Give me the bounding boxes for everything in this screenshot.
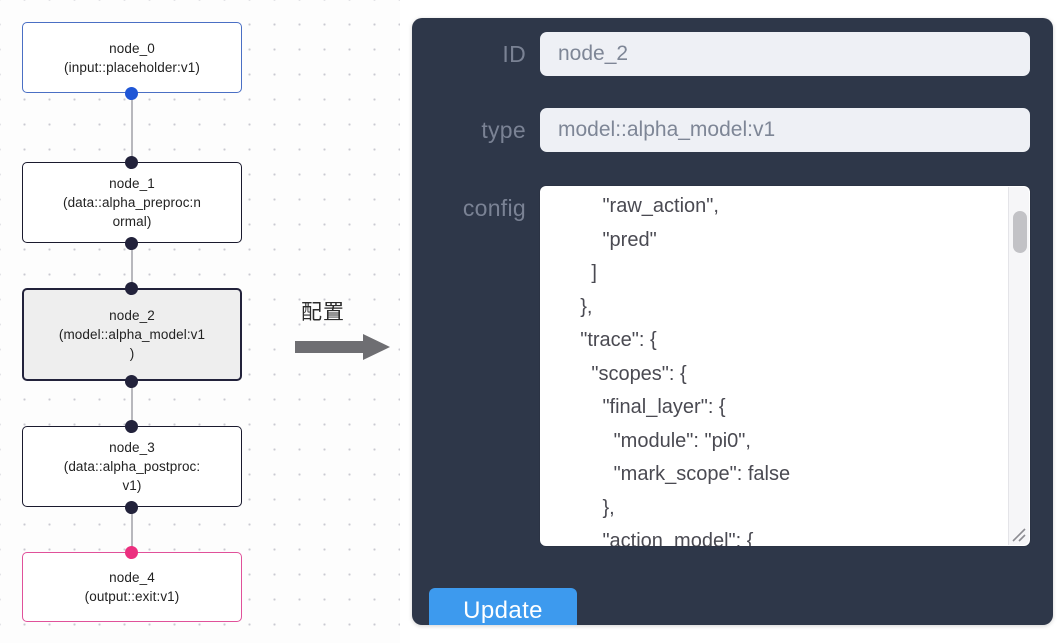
graph-node-node_1[interactable]: node_1 (data::alpha_preproc:n ormal): [22, 162, 242, 243]
node-port-node_0-output[interactable]: [125, 87, 138, 100]
graph-node-label: node_3 (data::alpha_postproc: v1): [63, 440, 201, 493]
annotation-label: 配置: [301, 301, 345, 324]
node-port-node_3-input[interactable]: [125, 420, 138, 433]
arrow-right-icon: [295, 334, 390, 360]
resize-handle-icon[interactable]: [1009, 525, 1028, 544]
node-graph-canvas[interactable]: node_0 (input::placeholder:v1) node_1 (d…: [0, 0, 400, 643]
graph-node-label: node_4 (output::exit:v1): [84, 570, 180, 604]
graph-node-node_4[interactable]: node_4 (output::exit:v1): [22, 552, 242, 622]
config-scrollbar-thumb[interactable]: [1013, 211, 1027, 253]
config-textarea[interactable]: "raw_action", "pred" ] }, "trace": { "sc…: [540, 186, 1030, 546]
node-port-node_1-input[interactable]: [125, 156, 138, 169]
graph-node-node_0[interactable]: node_0 (input::placeholder:v1): [22, 22, 242, 93]
annotation-group: 配置: [295, 296, 395, 366]
graph-edge-2-3: [131, 381, 133, 426]
graph-edge-0-1: [131, 93, 133, 162]
config-field-label: config: [462, 195, 526, 221]
field-row-config: config "raw_action", "pred" ] }, "trace"…: [412, 186, 1030, 546]
id-field-label: ID: [502, 41, 526, 67]
graph-node-label: node_2 (model::alpha_model:v1 ): [58, 308, 206, 361]
node-port-node_1-output[interactable]: [125, 237, 138, 250]
graph-edge-1-2: [131, 243, 133, 288]
node-port-node_4-input[interactable]: [125, 546, 138, 559]
node-port-node_3-output[interactable]: [125, 501, 138, 514]
config-scrollbar-track[interactable]: [1008, 187, 1029, 545]
graph-node-label: node_0 (input::placeholder:v1): [64, 40, 200, 75]
type-input[interactable]: [540, 108, 1030, 152]
node-port-node_2-output[interactable]: [125, 375, 138, 388]
graph-edge-3-4: [131, 507, 133, 552]
field-row-id: ID: [412, 32, 1030, 76]
node-port-node_2-input[interactable]: [125, 282, 138, 295]
graph-node-label: node_1 (data::alpha_preproc:n ormal): [62, 176, 202, 229]
field-row-type: type: [412, 108, 1030, 152]
id-input[interactable]: [540, 32, 1030, 76]
type-field-label: type: [481, 117, 526, 143]
config-textarea-wrapper: "raw_action", "pred" ] }, "trace": { "sc…: [540, 186, 1030, 546]
node-config-panel: ID type config "raw_action", "pred" ] },…: [412, 18, 1053, 625]
graph-node-node_3[interactable]: node_3 (data::alpha_postproc: v1): [22, 426, 242, 507]
graph-node-node_2[interactable]: node_2 (model::alpha_model:v1 ): [22, 288, 242, 381]
update-button[interactable]: Update: [429, 588, 577, 625]
